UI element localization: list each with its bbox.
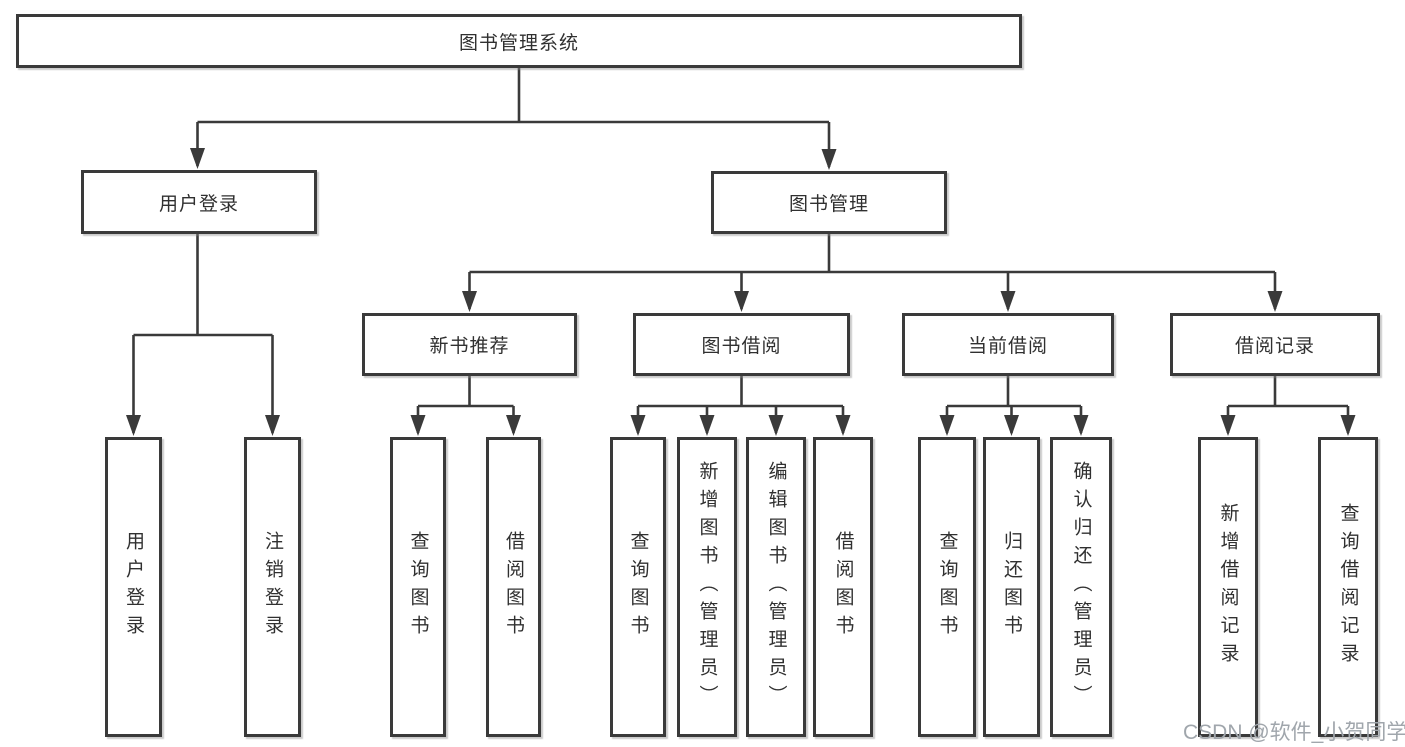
leaf-borrow-books-recommend: 借阅图书 [486, 437, 541, 737]
leaf-edit-book-admin: 编辑图书（管理员） [746, 437, 806, 737]
node-user-login: 用户登录 [81, 170, 317, 234]
leaf-logout-login: 注销登录 [244, 437, 301, 737]
node-label: 借阅图书 [832, 531, 854, 643]
node-borrowing-records: 借阅记录 [1170, 313, 1380, 376]
leaf-add-borrow-record: 新增借阅记录 [1198, 437, 1258, 737]
leaf-user-login: 用户登录 [105, 437, 162, 737]
node-label: 借阅图书 [503, 531, 524, 643]
node-label: 借阅记录 [1234, 336, 1315, 357]
leaf-query-books-current: 查询图书 [918, 437, 976, 737]
node-label: 注销登录 [262, 531, 283, 643]
csdn-watermark: CSDN @软件_小贺同学 [1183, 721, 1405, 744]
node-book-management: 图书管理 [711, 171, 947, 234]
node-label: 用户登录 [123, 531, 144, 643]
node-label: 查询图书 [936, 531, 958, 643]
node-label: 新书推荐 [429, 336, 510, 357]
node-book-borrowing: 图书借阅 [633, 313, 850, 376]
node-label: 图书管理 [788, 194, 869, 215]
node-label: 新增借阅记录 [1217, 503, 1239, 671]
node-label: 归还图书 [1001, 531, 1022, 643]
node-current-borrowing: 当前借阅 [902, 313, 1114, 376]
node-label: 查询借阅记录 [1337, 503, 1359, 671]
leaf-query-books-borrowing: 查询图书 [610, 437, 666, 737]
node-label: 查询图书 [407, 531, 429, 643]
node-library-management-system: 图书管理系统 [16, 14, 1022, 68]
leaf-confirm-return-admin: 确认归还（管理员） [1050, 437, 1112, 737]
node-label: 编辑图书（管理员） [765, 461, 787, 713]
leaf-query-books-recommend: 查询图书 [390, 437, 446, 737]
leaf-query-borrow-record: 查询借阅记录 [1318, 437, 1378, 737]
node-label: 当前借阅 [967, 336, 1048, 357]
node-label: 图书借阅 [701, 336, 782, 357]
node-label: 查询图书 [627, 531, 649, 643]
node-label: 用户登录 [158, 193, 239, 215]
leaf-borrow-books-borrowing: 借阅图书 [813, 437, 873, 737]
node-label: 新增图书（管理员） [696, 461, 718, 713]
node-new-book-recommendation: 新书推荐 [362, 313, 577, 376]
node-label: 图书管理系统 [458, 32, 579, 54]
node-label: 确认归还（管理员） [1070, 461, 1092, 713]
leaf-add-book-admin: 新增图书（管理员） [677, 437, 737, 737]
leaf-return-books: 归还图书 [983, 437, 1040, 737]
